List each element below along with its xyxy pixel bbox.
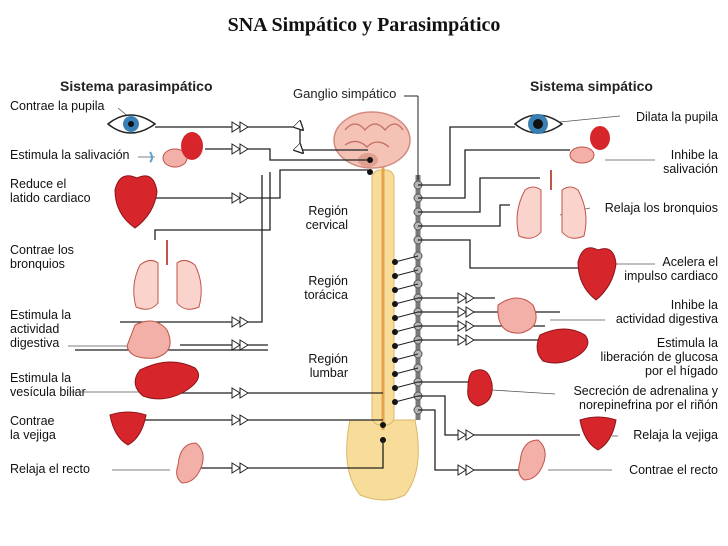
spinal-column bbox=[371, 165, 395, 430]
para-effect-digestive: Estimula la actividad digestiva bbox=[10, 308, 72, 350]
right-bladder-icon bbox=[579, 416, 617, 451]
sympathetic-header: Sistema simpático bbox=[530, 78, 653, 94]
left-liver-icon bbox=[134, 361, 200, 400]
left-salivary-gland-icon bbox=[149, 132, 203, 168]
sympathetic-pathways bbox=[418, 126, 580, 471]
sym-effect-digestive: Inhibe la actividad digestiva bbox=[615, 298, 718, 326]
sym-effect-kidney: Secreción de adrenalina y norepinefrina … bbox=[573, 384, 718, 412]
right-kidney-icon bbox=[467, 369, 493, 407]
ganglion-label: Ganglio simpático bbox=[293, 86, 397, 101]
left-bladder-icon bbox=[109, 411, 147, 446]
left-lungs-icon bbox=[133, 240, 202, 310]
para-effect-salivation: Estimula la salivación bbox=[10, 148, 130, 162]
para-effect-bladder: Contrae la vejiga bbox=[10, 414, 56, 442]
sym-arrow-markers bbox=[457, 292, 475, 476]
para-effect-gallbladder: Estimula la vesícula biliar bbox=[10, 371, 86, 399]
left-eye-icon bbox=[106, 114, 157, 134]
right-lungs-icon bbox=[516, 170, 587, 239]
sym-effect-liver: Estimula la liberación de glucosa por el… bbox=[600, 336, 718, 378]
para-effect-pupil: Contrae la pupila bbox=[10, 99, 105, 113]
sym-effect-rectum: Contrae el recto bbox=[629, 463, 718, 477]
sym-effect-bladder: Relaja la vejiga bbox=[633, 428, 718, 442]
right-stomach-icon bbox=[497, 297, 537, 334]
region-cervical-label: Región cervical bbox=[305, 204, 348, 232]
para-effect-rectum: Relaja el recto bbox=[10, 462, 90, 476]
left-heart-icon bbox=[114, 175, 158, 229]
para-effect-bronchi: Contrae los bronquios bbox=[10, 243, 74, 271]
sym-effect-heart: Acelera el impulso cardiaco bbox=[624, 255, 718, 283]
left-stomach-icon bbox=[126, 320, 171, 359]
right-eye-icon bbox=[513, 114, 564, 134]
para-arrow-markers bbox=[231, 121, 249, 474]
left-rectum-icon bbox=[176, 442, 204, 484]
parasympathetic-header: Sistema parasimpático bbox=[60, 78, 213, 94]
region-thoracic-label: Región torácica bbox=[304, 274, 348, 302]
right-heart-icon bbox=[577, 247, 617, 301]
region-lumbar-label: Región lumbar bbox=[308, 352, 348, 380]
sym-effect-bronchi: Relaja los bronquios bbox=[604, 201, 718, 215]
right-liver-icon bbox=[536, 328, 589, 364]
right-salivary-gland-icon bbox=[569, 126, 610, 164]
page-title: SNA Simpático y Parasimpático bbox=[227, 14, 501, 36]
right-rectum-icon bbox=[518, 439, 546, 481]
para-effect-heart: Reduce el latido cardiaco bbox=[10, 177, 91, 205]
sym-effect-salivation: Inhibe la salivación bbox=[663, 148, 718, 176]
sym-effect-pupil: Dilata la pupila bbox=[636, 110, 718, 124]
